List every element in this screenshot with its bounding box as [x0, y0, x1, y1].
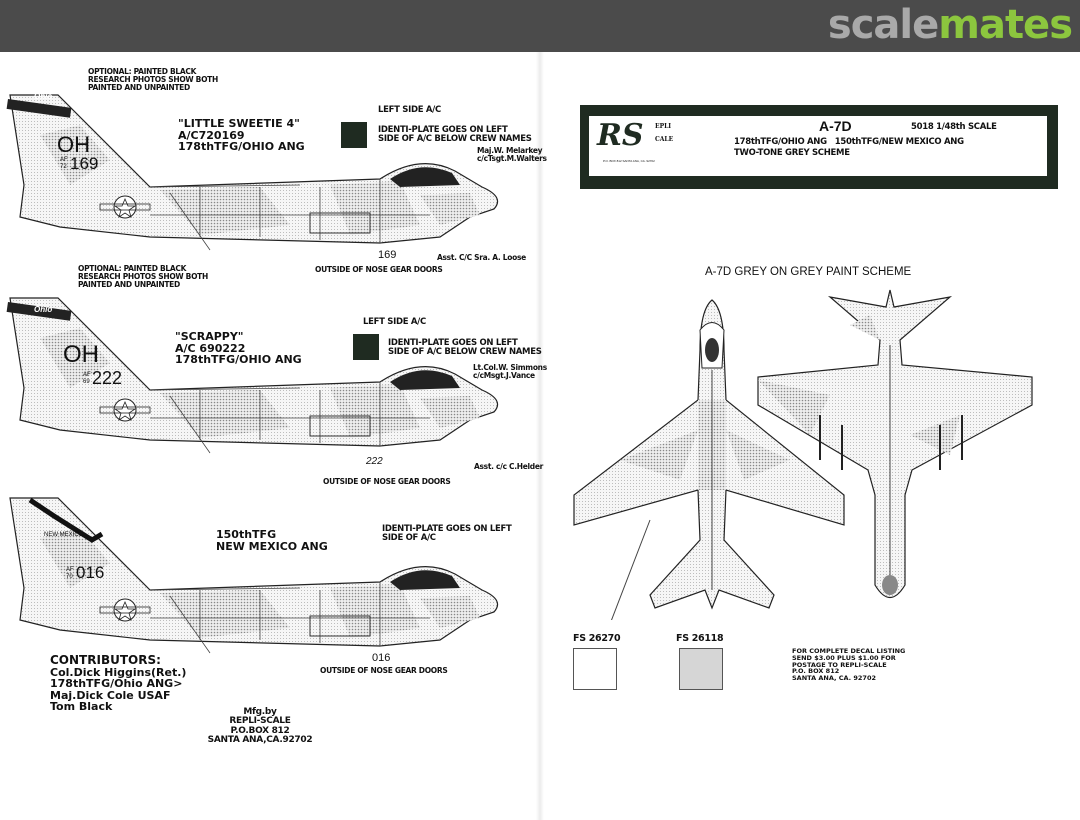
tail-af: AF — [83, 372, 91, 378]
fin-band — [6, 99, 72, 118]
title-box: RS EPLI CALE P.O. BOX 812 SANTA ANA, CA.… — [580, 105, 1058, 189]
site-header-bar: scalemates — [0, 0, 1080, 52]
tail-year: 69 — [83, 379, 90, 385]
page-fold — [536, 52, 544, 820]
gear-label: OUTSIDE OF NOSE GEAR DOORS — [323, 477, 451, 486]
logo-text-scale: scale — [827, 2, 939, 48]
contributors: CONTRIBUTORS:Col.Dick Higgins(Ret.)178th… — [50, 653, 187, 714]
side-label: LEFT SIDE A/C — [378, 105, 441, 115]
logo-text-mates: mates — [938, 2, 1073, 48]
paint-scheme-title: A-7D GREY ON GREY PAINT SCHEME — [705, 266, 912, 278]
gear-number: 016 — [372, 652, 391, 664]
gear-label: OUTSIDE OF NOSE GEAR DOORS — [315, 265, 443, 274]
asst-crew-chief: Asst. c/c C.Helder — [474, 462, 544, 471]
tail-code: OH — [57, 132, 90, 157]
scalemates-logo[interactable]: scalemates — [827, 2, 1073, 48]
fin-text: NEW MEXICO — [44, 532, 84, 538]
color-swatch-1 — [573, 648, 617, 690]
swatch-label-1: FS 26270 — [573, 633, 621, 644]
swatch-label-2: FS 26118 — [676, 633, 724, 644]
tail-number: 222 — [92, 368, 123, 388]
aircraft-1-side-view — [6, 94, 499, 251]
logo-address: P.O. BOX 812 SANTA ANA, CA. 92702 — [603, 159, 655, 163]
aircraft-3-side-view — [9, 497, 499, 654]
repli-scale-logo: RS — [597, 118, 644, 153]
tail-number: 169 — [70, 154, 99, 173]
catalog-scale: 5018 1/48th SCALE — [911, 122, 997, 132]
tail-year: 70 — [66, 574, 73, 580]
tail-number: 016 — [76, 563, 105, 582]
bottom-view-planform — [750, 289, 1033, 599]
identi-plate-icon — [353, 334, 379, 360]
gear-label: OUTSIDE OF NOSE GEAR DOORS — [320, 666, 448, 675]
top-view-planform — [573, 299, 845, 620]
logo-line2: CALE — [655, 136, 674, 143]
tail-af: AF — [66, 567, 74, 573]
asst-crew-chief: Asst. C/C Sra. A. Loose — [437, 253, 526, 262]
leader-line — [611, 519, 651, 620]
tail-year: 72 — [60, 164, 67, 170]
scheme: TWO-TONE GREY SCHEME — [734, 148, 850, 158]
model-name: A-7D — [819, 118, 852, 134]
gear-number: 222 — [366, 456, 383, 467]
side-label: LEFT SIDE A/C — [363, 317, 426, 327]
fin-band-text: Ohio — [34, 92, 53, 101]
fin-band-text: Ohio — [34, 305, 53, 314]
color-swatch-2 — [679, 648, 723, 690]
tail-af: AF — [60, 157, 68, 163]
logo-line1: EPLI — [655, 123, 672, 130]
aircraft-2-side-view — [6, 297, 499, 454]
tail-code: OH — [63, 341, 99, 368]
gear-number: 169 — [378, 249, 397, 261]
identi-plate-icon — [341, 122, 367, 148]
units: 178thTFG/OHIO ANG 150thTFG/NEW MEXICO AN… — [734, 137, 964, 147]
